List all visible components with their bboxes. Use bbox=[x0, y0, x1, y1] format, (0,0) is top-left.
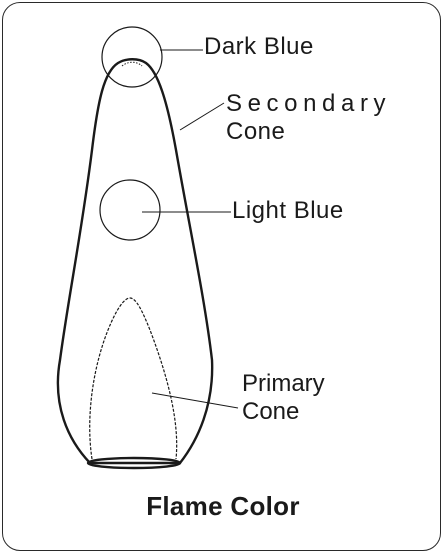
dark-blue-label: Dark Blue bbox=[204, 33, 314, 61]
primary-cone-leader bbox=[152, 393, 238, 408]
secondary-cone-leader bbox=[180, 103, 224, 130]
secondary-cone-label-line1: Secondary bbox=[226, 90, 391, 118]
primary-cone-label-line2: Cone bbox=[242, 398, 325, 426]
light-blue-label: Light Blue bbox=[232, 197, 344, 225]
figure-caption: Flame Color bbox=[0, 491, 446, 522]
secondary-cone-label: Secondary Cone bbox=[226, 90, 391, 146]
secondary-cone-inner-tip bbox=[122, 62, 142, 66]
primary-cone-label-line1: Primary bbox=[242, 370, 325, 398]
primary-cone-label: Primary Cone bbox=[242, 370, 325, 426]
primary-cone-outline bbox=[90, 298, 177, 459]
light-blue-circle bbox=[100, 180, 160, 240]
secondary-cone-label-line2: Cone bbox=[226, 118, 391, 146]
dark-blue-circle bbox=[102, 27, 162, 87]
secondary-cone-outline bbox=[58, 59, 212, 463]
